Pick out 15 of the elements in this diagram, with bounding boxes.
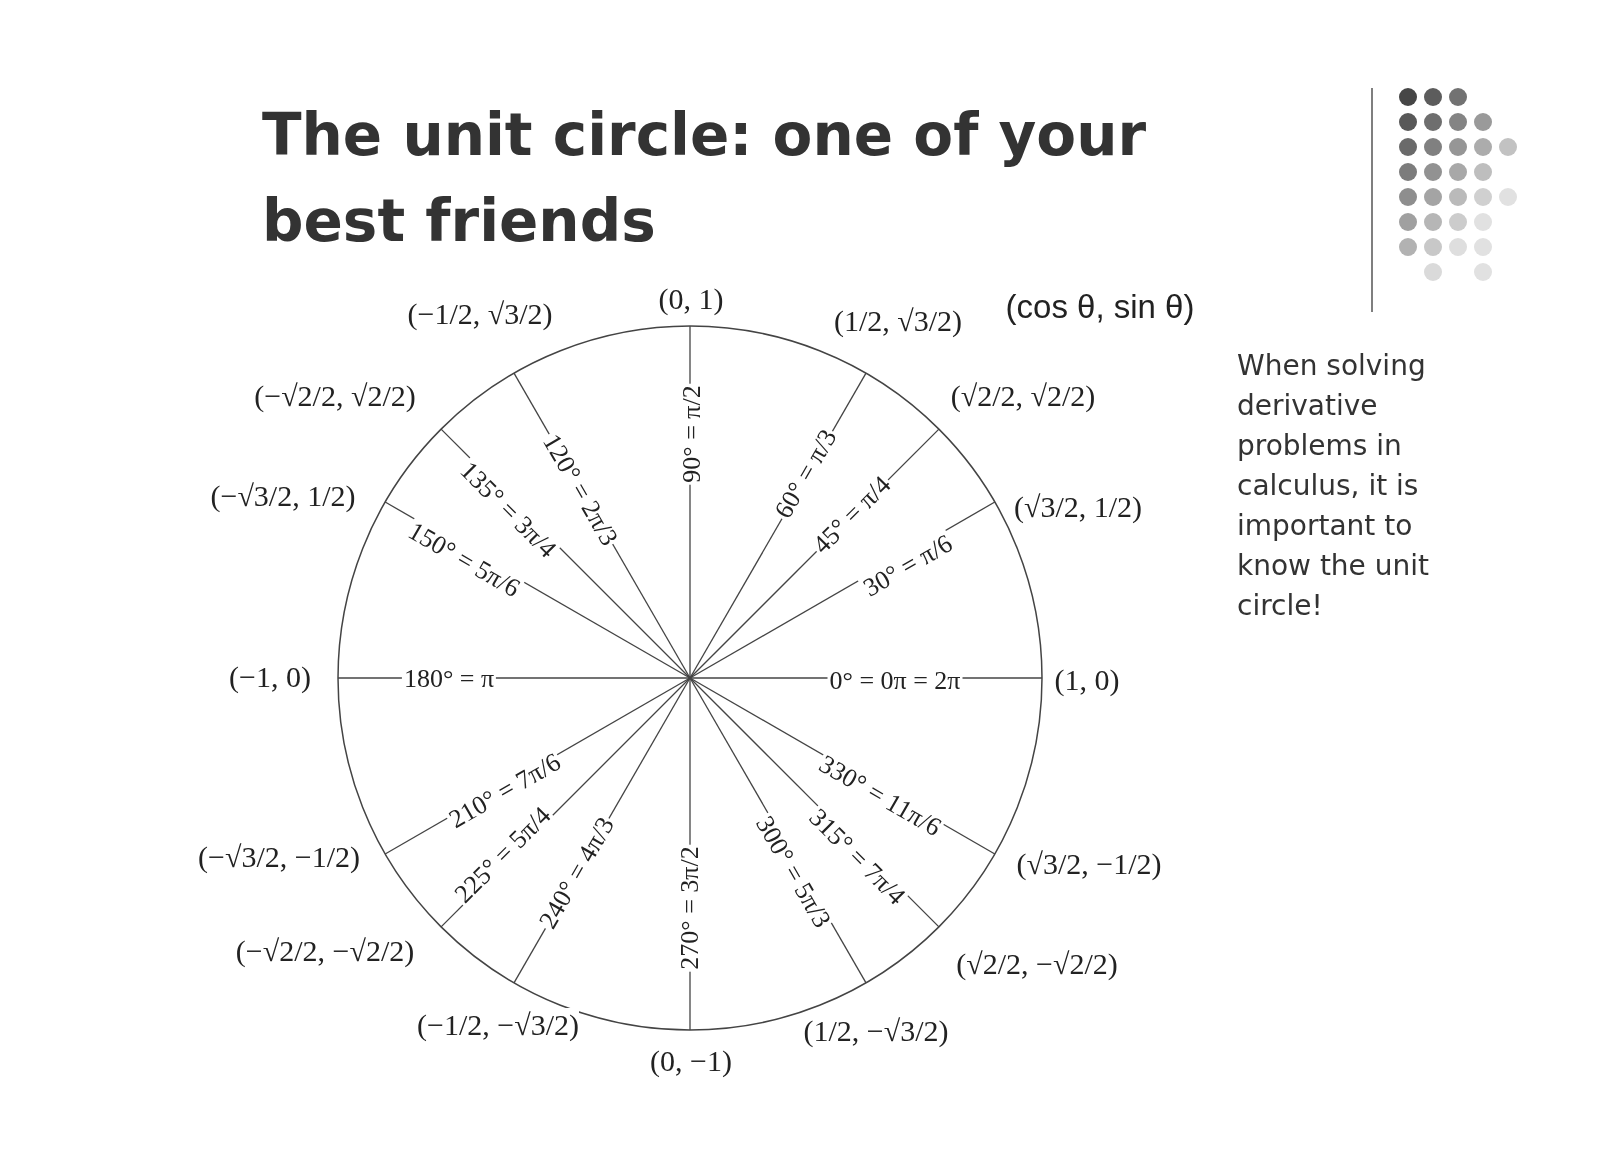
- coordinate-label: (−√2/2, −√2/2): [235, 934, 415, 968]
- note-text: When solving derivative problems in calculus, it is important to know the unit circle!: [1237, 348, 1430, 624]
- coordinate-label: (√3/2, 1/2): [1013, 490, 1143, 524]
- coordinate-label: (−1/2, √3/2): [407, 297, 553, 331]
- coordinate-formula: (cos θ, sin θ): [1005, 288, 1195, 326]
- coordinate-label: (−√3/2, 1/2): [210, 479, 356, 513]
- slide-title: The unit circle: one of your best friends: [262, 100, 1148, 257]
- coordinate-label: (1/2, √3/2): [833, 304, 963, 338]
- coordinate-label: (1/2, −√3/2): [803, 1014, 949, 1048]
- coordinate-label: (√2/2, √2/2): [950, 379, 1096, 413]
- coordinate-label: (−√3/2, −1/2): [198, 840, 360, 874]
- coordinate-label: (−√2/2, √2/2): [254, 379, 416, 413]
- coordinate-label: (−1/2, −√3/2): [417, 1008, 579, 1042]
- coordinate-label: (√2/2, −√2/2): [956, 947, 1118, 981]
- coordinate-label: (√3/2, −1/2): [1016, 847, 1162, 881]
